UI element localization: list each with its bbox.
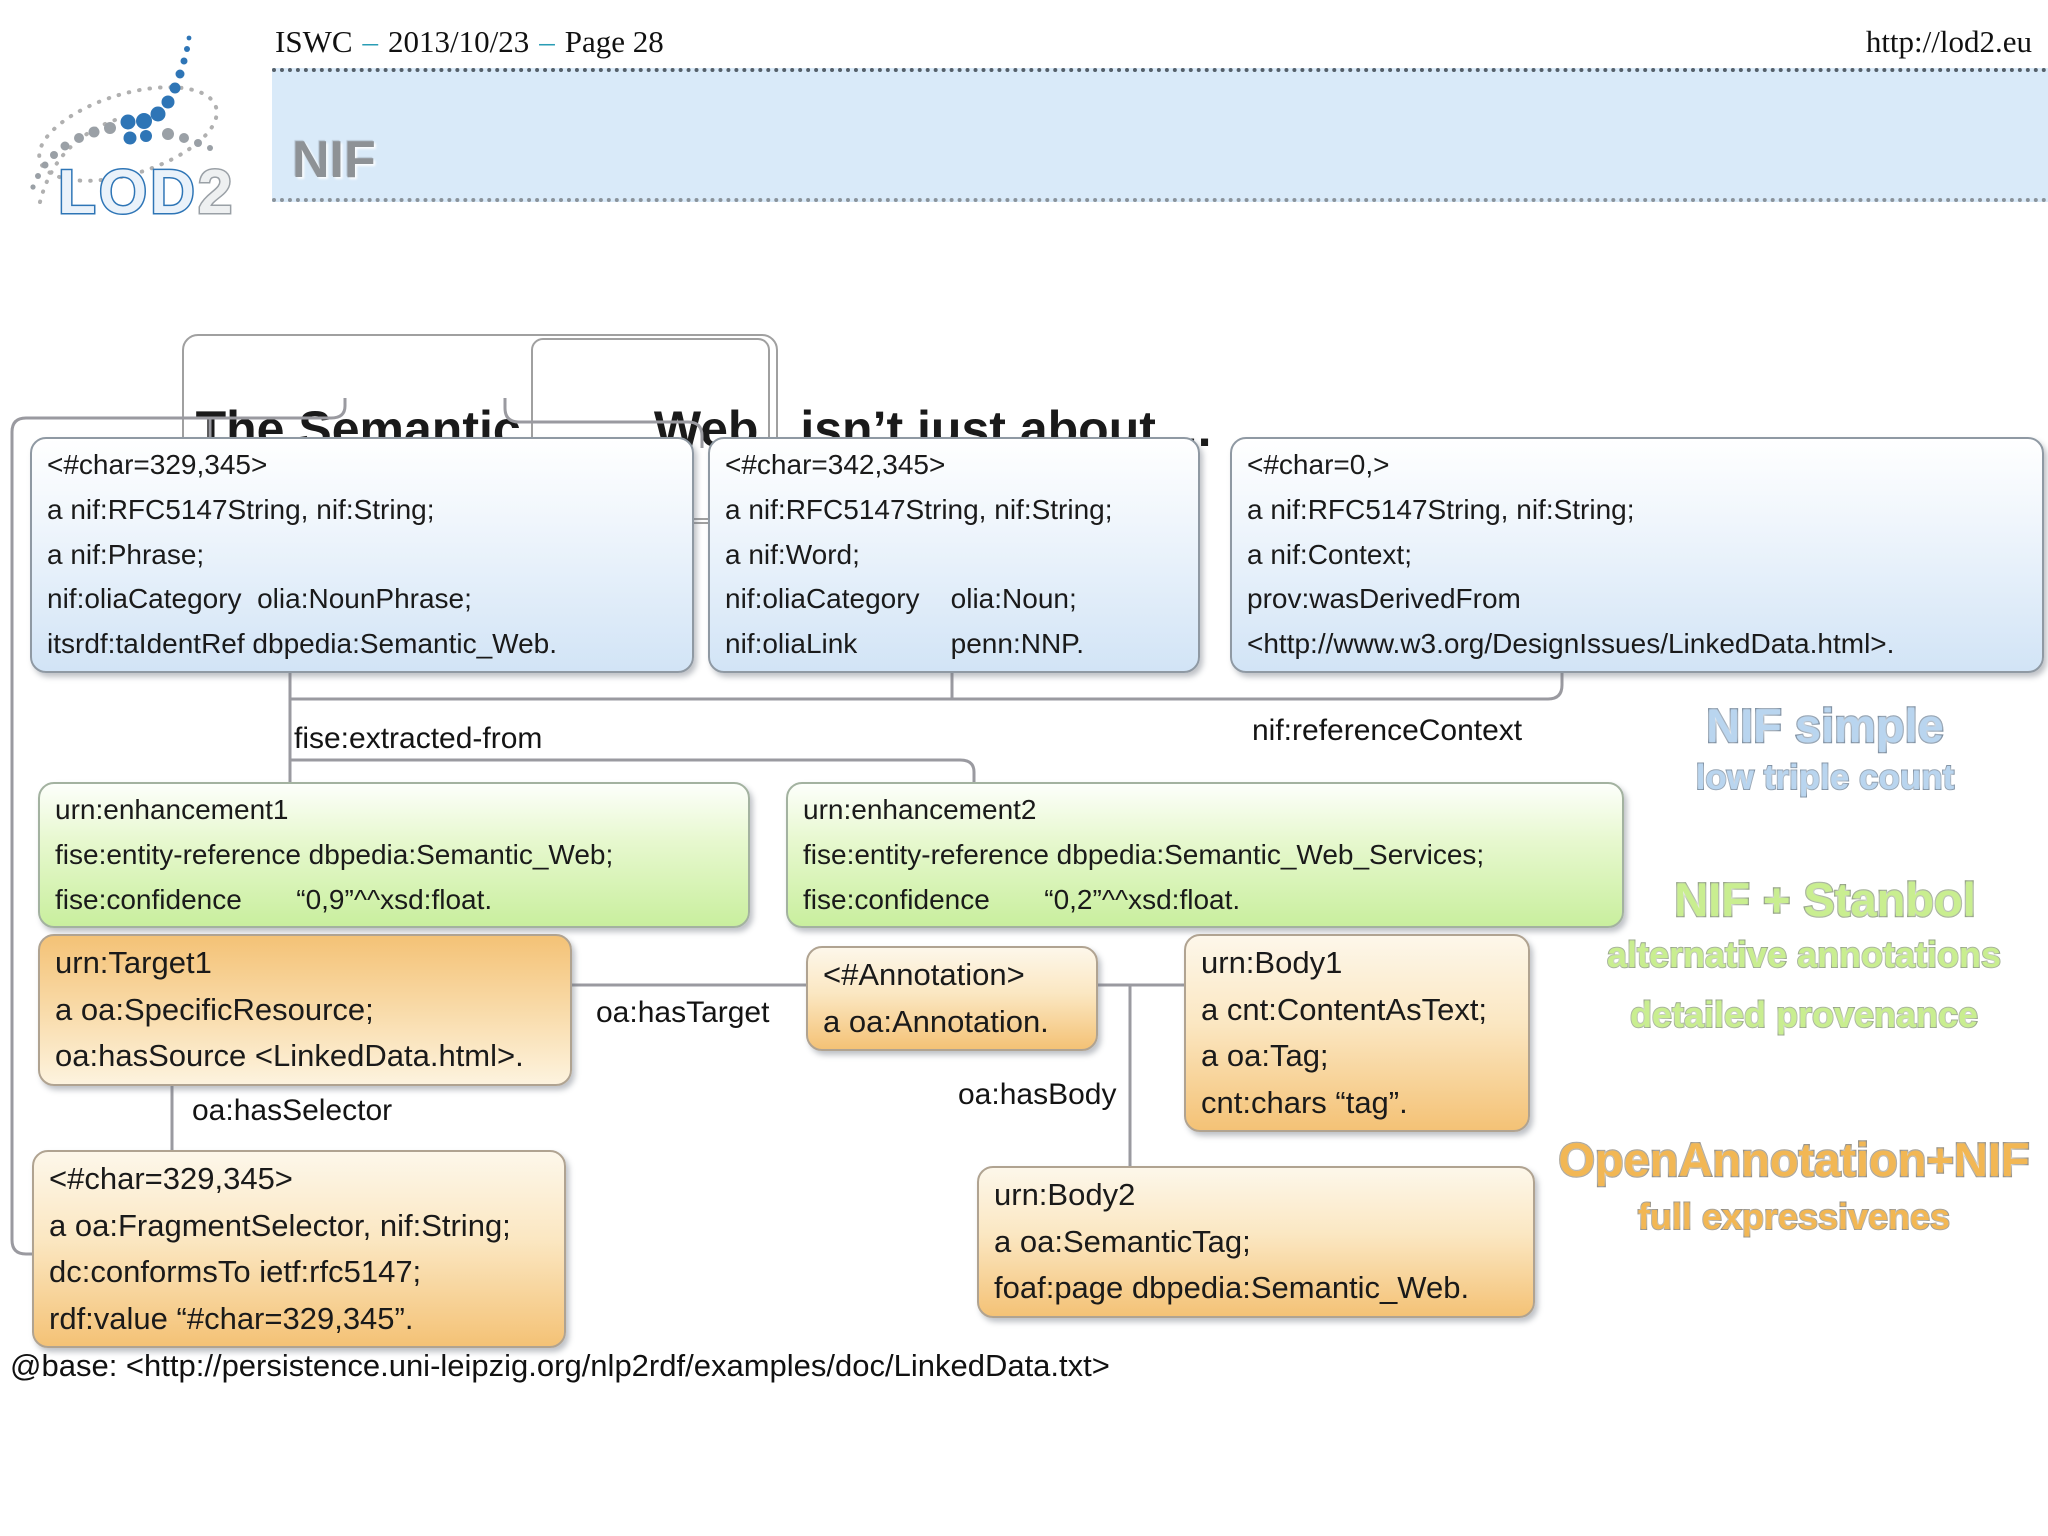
triple-line: <http://www.w3.org/DesignIssues/LinkedDa… (1247, 628, 1895, 660)
slide-header: ISWC–2013/10/23–Page 28 (275, 24, 664, 60)
edge-rail-extracted-from (290, 758, 976, 788)
triple-line: a cnt:ContentAsText; (1201, 991, 1488, 1027)
triple-box-title: urn:enhancement2 (803, 794, 1037, 825)
lod2-logo-dots-icon (30, 35, 219, 204)
triple-line: a nif:Context; (1247, 538, 1412, 570)
triple-box-fragment-selector: <#char=329,345> a oa:FragmentSelector, n… (32, 1150, 566, 1348)
triple-box-phrase: <#char=329,345> a nif:RFC5147String, nif… (30, 437, 694, 673)
triple-line: dc:conformsTo ietf:rfc5147; (49, 1254, 422, 1289)
lod2-wordmark-2: 2 (196, 158, 236, 227)
triple-box-title: <#char=329,345> (47, 449, 268, 480)
triple-line: a oa:SpecificResource; (55, 991, 374, 1027)
triple-box-body1: urn:Body1 a cnt:ContentAsText; a oa:Tag;… (1184, 934, 1530, 1132)
callout-open-annotation-subtitle: full expressivenes (1637, 1195, 1951, 1238)
callout-open-annotation-title: OpenAnnotation+NIF (1557, 1132, 2031, 1188)
project-url: http://lod2.eu (1865, 24, 2032, 59)
edge-label-extracted-from: fise:extracted-from (294, 722, 543, 755)
triple-line: fise:confidence “0,9”^^xsd:float. (55, 883, 493, 915)
edge-label-has-selector: oa:hasSelector (192, 1094, 393, 1127)
triple-box-title: <#char=329,345> (49, 1161, 293, 1196)
triple-box-body2: urn:Body2 a oa:SemanticTag; foaf:page db… (977, 1166, 1535, 1318)
edge-label-reference-context: nif:referenceContext (1252, 714, 1523, 747)
triple-line: rdf:value “#char=329,345”. (49, 1300, 414, 1336)
page-number: Page 28 (564, 24, 664, 59)
triple-box-title: urn:Body2 (994, 1177, 1136, 1212)
triple-box-target1: urn:Target1 a oa:SpecificResource; oa:ha… (38, 934, 572, 1086)
triple-line: nif:oliaCategory olia:NounPhrase; (47, 583, 472, 615)
lod2-logo: LOD2 (10, 22, 266, 225)
callout-stanbol-line2: detailed provenance (1629, 993, 1979, 1036)
triple-box-title: urn:Body1 (1201, 945, 1343, 980)
triple-line: fise:confidence “0,2”^^xsd:float. (803, 883, 1241, 915)
triple-box-title: urn:Target1 (55, 945, 212, 980)
triple-box-title: <#char=0,> (1247, 449, 1390, 480)
lod2-wordmark-lod: LOD (57, 158, 198, 227)
triple-line: a oa:Tag; (1201, 1038, 1329, 1073)
triple-line: a nif:RFC5147String, nif:String; (47, 493, 435, 525)
edge-label-has-target: oa:hasTarget (596, 996, 770, 1029)
callout-nif-simple-title: NIF simple (1705, 698, 1945, 754)
triple-line: foaf:page dbpedia:Semantic_Web. (994, 1270, 1470, 1305)
triple-line: a nif:Phrase; (47, 538, 205, 570)
triple-box-title: <#char=342,345> (725, 449, 946, 480)
triple-line: a nif:RFC5147String, nif:String; (725, 493, 1113, 525)
triple-box-enhancement2: urn:enhancement2 fise:entity-reference d… (786, 782, 1624, 929)
triple-line: prov:wasDerivedFrom (1247, 583, 1521, 615)
triple-line: nif:oliaCategory olia:Noun; (725, 583, 1077, 615)
conference-label: ISWC (275, 24, 353, 59)
triple-line: a oa:Annotation. (823, 1003, 1049, 1039)
callout-nif-simple-subtitle: low triple count (1695, 757, 1956, 798)
triple-box-enhancement1: urn:enhancement1 fise:entity-reference d… (38, 782, 750, 929)
callout-stanbol-line1: alternative annotations (1606, 933, 2002, 976)
header-dash: – (362, 24, 379, 59)
slide-title: NIF (292, 131, 376, 189)
edge-web-to-wordbox (503, 398, 704, 448)
triple-line: a nif:Word; (725, 538, 860, 570)
edge-phrase-to-selector (10, 398, 347, 1256)
triple-line: a nif:RFC5147String, nif:String; (1247, 493, 1635, 525)
triple-line: oa:hasSource <LinkedData.html>. (55, 1038, 524, 1073)
triple-line: fise:entity-reference dbpedia:Semantic_W… (803, 838, 1485, 870)
triple-line: nif:oliaLink penn:NNP. (725, 628, 1085, 660)
triple-box-word: <#char=342,345> a nif:RFC5147String, nif… (708, 437, 1200, 673)
triple-box-context: <#char=0,> a nif:RFC5147String, nif:Stri… (1230, 437, 2044, 673)
triple-box-annotation: <#Annotation> a oa:Annotation. (806, 946, 1098, 1051)
triple-line: a oa:SemanticTag; (994, 1223, 1251, 1259)
triple-line: itsrdf:taIdentRef dbpedia:Semantic_Web. (47, 628, 558, 660)
callout-stanbol-title: NIF + Stanbol (1673, 872, 1977, 928)
header-dash: – (539, 24, 555, 59)
edge-rail-reference-context (290, 666, 1564, 701)
triple-line: cnt:chars “tag”. (1201, 1084, 1408, 1120)
edge-label-has-body: oa:hasBody (958, 1078, 1117, 1111)
triple-line: fise:entity-reference dbpedia:Semantic_W… (55, 838, 614, 870)
triple-box-title: <#Annotation> (823, 957, 1025, 992)
slide-date: 2013/10/23 (388, 24, 530, 59)
lod2-wordmark: LOD2 (57, 160, 235, 225)
triple-box-title: urn:enhancement1 (55, 794, 289, 825)
triple-line: a oa:FragmentSelector, nif:String; (49, 1207, 511, 1243)
title-banner: NIF (272, 68, 2048, 202)
base-uri-line: @base: <http://persistence.uni-leipzig.o… (10, 1348, 1110, 1383)
